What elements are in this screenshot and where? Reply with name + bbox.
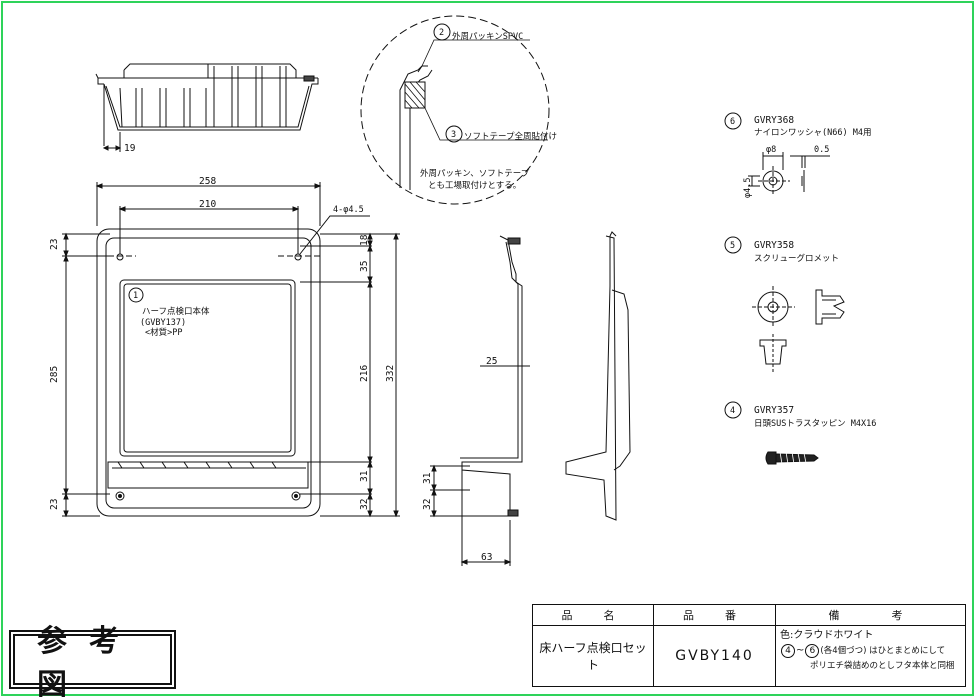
cell-remarks: 色:クラウドホワイト 4~6(各4個づつ) はひとまとめにして ポリエチ袋詰めの… (775, 625, 966, 687)
dim-35: 35 (359, 261, 370, 272)
part4-desc: 日頭SUSトラスタッピン M4X16 (754, 419, 876, 429)
remark-line-2-tail: (各4個づつ) はひとまとめにして (820, 646, 946, 656)
part5-num: 5 (730, 241, 735, 251)
remark-color: 色:クラウドホワイト (780, 630, 874, 641)
main-part-material: <材質>PP (145, 327, 182, 338)
dim-hole: 4-φ4.5 (333, 205, 364, 215)
dim-23-top: 23 (49, 239, 60, 250)
cell-product-name: 床ハーフ点検口セット (532, 625, 654, 687)
remark-line-2: 4~6(各4個づつ) はひとまとめにして (780, 643, 961, 659)
header-product-name: 品 名 (532, 604, 654, 626)
detail-circle (360, 15, 550, 205)
stamp-text: 参考図 (37, 623, 141, 697)
callout-3-label: ソフトテープ全周貼付け (464, 131, 557, 142)
dim-25: 25 (486, 356, 497, 367)
part4-code: GVRY357 (754, 405, 794, 416)
part5-desc: スクリューグロメット (754, 253, 839, 264)
part6-desc: ナイロンワッシャ(N66) M4用 (754, 128, 871, 138)
dim-216: 216 (359, 365, 370, 382)
callout-2-label: 外周パッキンSPVC (452, 31, 523, 42)
dim-32-side: 32 (422, 499, 433, 510)
part5-code: GVRY358 (754, 240, 794, 251)
section-view (430, 235, 530, 566)
part4-num: 4 (730, 406, 735, 416)
dim-32: 32 (359, 499, 370, 510)
detail-note-2: とも工場取付けとする。 (428, 180, 521, 191)
part6-num: 6 (730, 117, 735, 127)
remark-circle-4: 4 (781, 644, 795, 658)
cell-product-number: GVBY140 (653, 625, 776, 687)
header-remarks: 備 考 (775, 604, 966, 626)
dim-258: 258 (199, 176, 216, 187)
main-part-code: (GVBY137) (140, 318, 186, 328)
dim-19: 19 (124, 143, 136, 154)
front-view (96, 228, 321, 517)
dim-31-side: 31 (422, 472, 433, 484)
top-side-view (95, 63, 319, 152)
header-product-number: 品 番 (653, 604, 776, 626)
grommet-drawing (752, 286, 845, 372)
dim-285: 285 (49, 366, 60, 383)
callout-2-num: 2 (439, 28, 444, 38)
part6-inner-dia: φ4.5 (743, 178, 753, 198)
front-dimensions (62, 182, 400, 518)
dim-210: 210 (199, 199, 216, 210)
part6-thickness: 0.5 (814, 145, 829, 155)
main-part-name: ハーフ点検口本体 (142, 306, 210, 317)
callout-1-circle (128, 287, 144, 303)
part6-outer-dia: φ8 (766, 145, 776, 155)
remark-sep: ~ (796, 645, 805, 656)
screw-drawing (765, 451, 819, 465)
callout-3-num: 3 (451, 130, 456, 140)
dim-23-bottom: 23 (49, 499, 60, 510)
dim-63: 63 (481, 552, 492, 563)
side-profile (565, 231, 631, 521)
remark-circle-6: 6 (805, 644, 820, 658)
part6-code: GVRY368 (754, 115, 794, 126)
reference-drawing-stamp: 参考図 (13, 624, 172, 697)
detail-note-1: 外周パッキン、ソフトテープ (420, 168, 530, 179)
title-block-table: 品 名 品 番 備 考 床ハーフ点検口セット GVBY140 色:クラウドホワイ… (532, 604, 966, 687)
dim-332: 332 (385, 365, 396, 382)
washer-drawing (748, 152, 830, 196)
callout-1-num: 1 (133, 291, 138, 301)
dim-31: 31 (359, 470, 370, 482)
dim-18: 18 (359, 234, 370, 246)
remark-line-3: ポリエチ袋詰めのとしフタ本体と同梱 (810, 661, 955, 671)
